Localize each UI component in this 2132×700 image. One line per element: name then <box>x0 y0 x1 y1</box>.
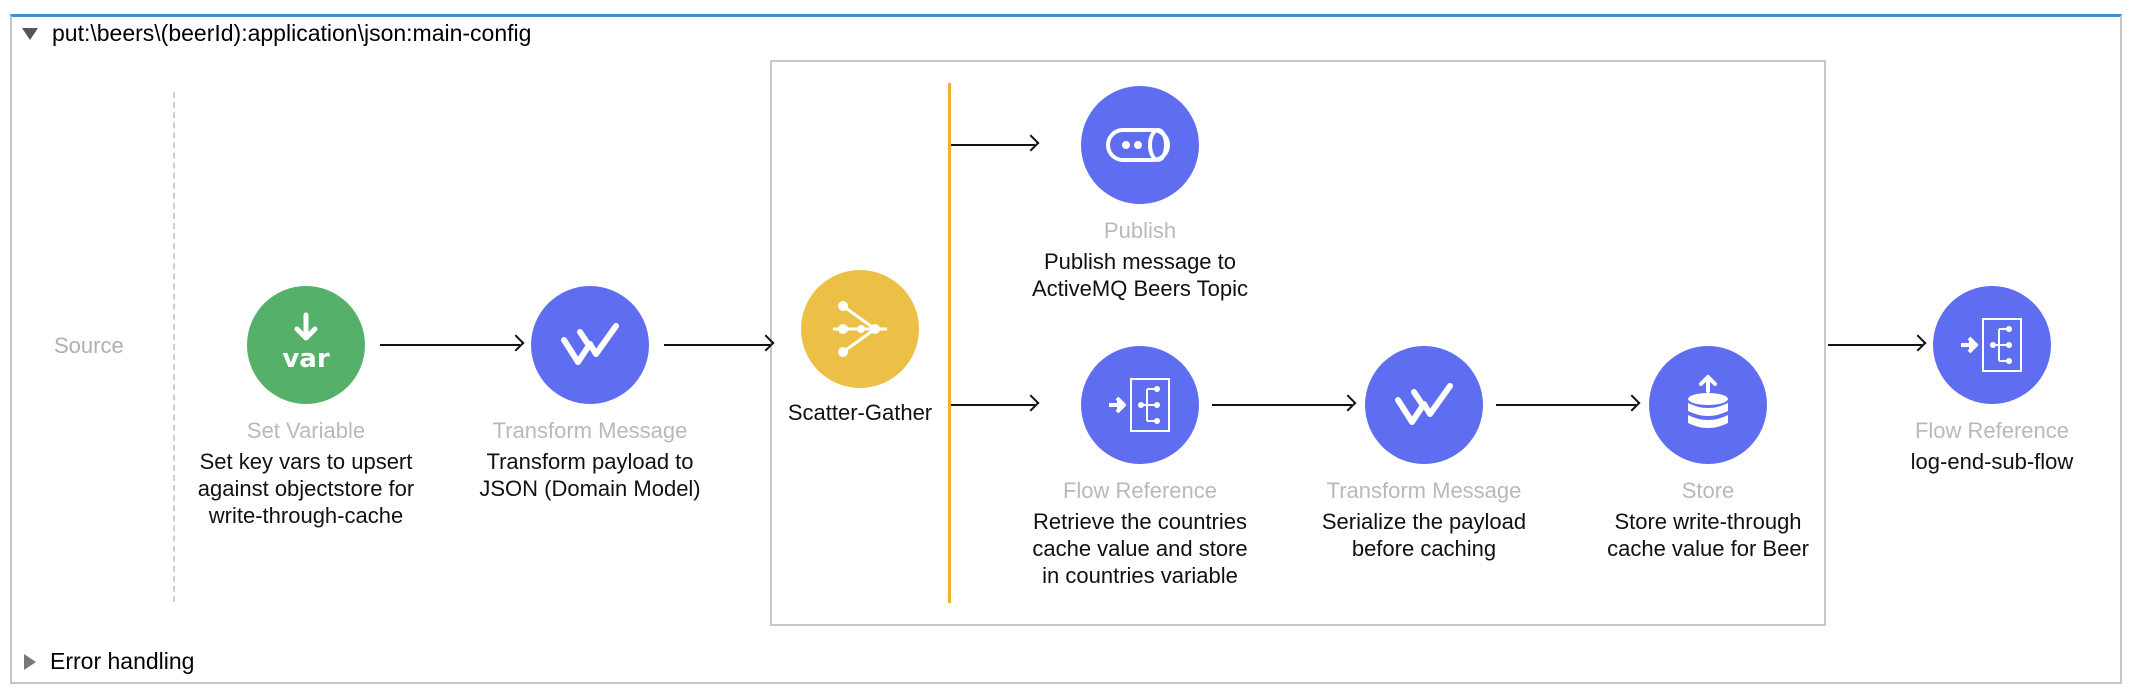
node-type-label: Publish <box>1103 218 1177 243</box>
route-arrow <box>951 144 1035 146</box>
transform-message-node[interactable]: Transform Message Transform payload to J… <box>440 286 740 502</box>
node-description: Store write-through cache value for Beer <box>1607 509 1809 561</box>
node-description: Set key vars to upsert against objectsto… <box>197 449 415 528</box>
flow-title: put:\beers\(beerId):application\json:mai… <box>52 20 532 46</box>
connector-arrow <box>1496 404 1636 406</box>
node-description: Transform payload to JSON (Domain Model) <box>479 449 701 501</box>
flow-reference-icon <box>1081 346 1199 464</box>
node-type-label: Store <box>1681 478 1735 503</box>
node-description: Serialize the payload before caching <box>1321 509 1527 561</box>
node-type-label: Flow Reference <box>1062 478 1218 503</box>
store-node[interactable]: Store Store write-through cache value fo… <box>1558 346 1858 562</box>
node-description: Retrieve the countries cache value and s… <box>1032 509 1248 588</box>
flow-container <box>10 14 2122 684</box>
flow-reference-node[interactable]: Flow Reference log-end-sub-flow <box>1842 286 2132 475</box>
connector-arrow <box>380 344 520 346</box>
scatter-gather-route-bar <box>948 83 951 603</box>
route-arrow <box>951 404 1035 406</box>
error-handling-label: Error handling <box>50 648 195 674</box>
source-label: Source <box>54 333 124 358</box>
transform-message-node[interactable]: Transform Message Serialize the payload … <box>1274 346 1574 562</box>
node-description: Publish message to ActiveMQ Beers Topic <box>1031 249 1248 301</box>
collapse-triangle-icon[interactable] <box>22 27 38 40</box>
node-type-label: Flow Reference <box>1914 418 2070 443</box>
flow-reference-node[interactable]: Flow Reference Retrieve the countries ca… <box>990 346 1290 589</box>
flow-header[interactable]: put:\beers\(beerId):application\json:mai… <box>22 20 531 47</box>
node-type-label: Transform Message <box>1326 478 1522 503</box>
node-title: Scatter-Gather <box>787 400 933 425</box>
object-store-icon <box>1649 346 1767 464</box>
publish-node[interactable]: Publish Publish message to ActiveMQ Beer… <box>990 86 1290 302</box>
var-icon: var <box>247 286 365 404</box>
node-type-label: Transform Message <box>492 418 688 443</box>
error-handling-header[interactable]: Error handling <box>24 648 194 675</box>
node-description: log-end-sub-flow <box>1910 449 2074 474</box>
source-separator <box>173 92 175 602</box>
set-variable-node[interactable]: var Set Variable Set key vars to upsert … <box>156 286 456 529</box>
expand-triangle-icon[interactable] <box>24 653 36 670</box>
scatter-gather-icon <box>801 270 919 388</box>
node-type-label: Set Variable <box>246 418 366 443</box>
flow-reference-icon <box>1933 286 2051 404</box>
connector-arrow <box>664 344 770 346</box>
svg-text:var: var <box>282 344 329 374</box>
dataweave-icon <box>1365 346 1483 464</box>
connector-arrow <box>1828 344 1922 346</box>
scatter-gather-node[interactable]: Scatter-Gather <box>710 270 1010 426</box>
jms-publish-icon <box>1081 86 1199 204</box>
connector-arrow <box>1212 404 1352 406</box>
dataweave-icon <box>531 286 649 404</box>
